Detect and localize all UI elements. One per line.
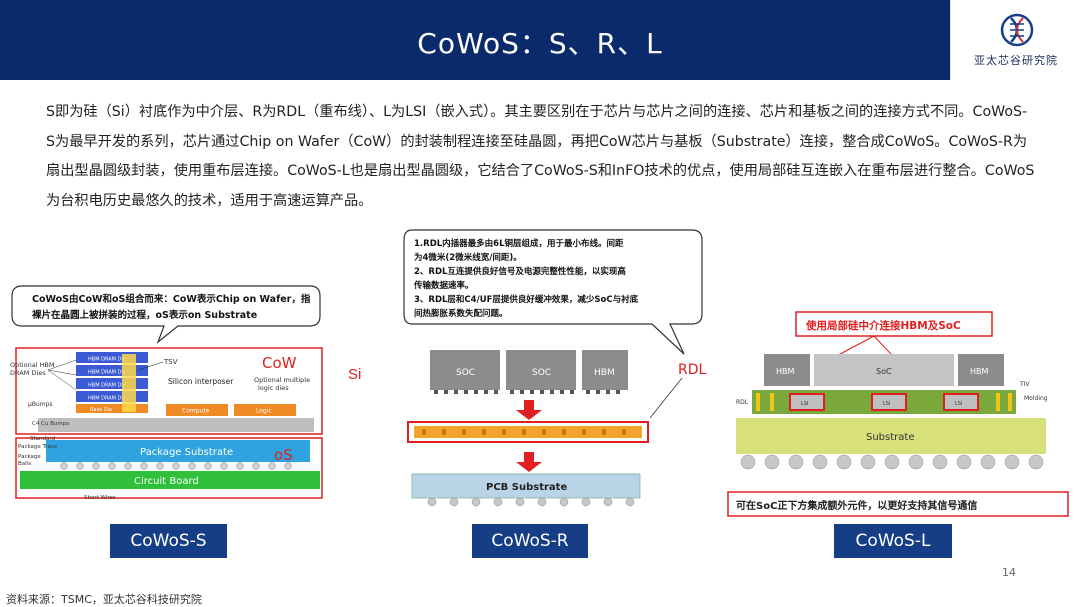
cowos-r-callout-line-6: 间热膨胀系数失配问题。 <box>414 308 508 319</box>
cowos-r-callout: 1.RDL内插器最多由6L铜层组成，用于最小布线。间距 为4微米(2微米线宽/间… <box>403 229 703 355</box>
logo-text: 亚太芯谷研究院 <box>974 54 1058 67</box>
l-molding-label: Molding <box>1024 395 1048 402</box>
l-hbm-right <box>958 354 1004 386</box>
l-top-note: 使用局部硅中介连接HBM及SoC <box>805 319 961 332</box>
hbm-stack: HBM DRAM Die HBM DRAM Die HBM DRAM Die H… <box>76 352 148 413</box>
dram-die-label-3: HBM DRAM Die <box>88 383 126 389</box>
dram-die-label-4: HBM DRAM Die <box>88 396 126 402</box>
r-chips: SOC SOC HBM <box>430 350 628 394</box>
logic-die <box>234 404 296 416</box>
compute-die <box>166 404 228 416</box>
os-frame <box>15 437 323 499</box>
optional-logic-label-2: logic dies <box>258 384 289 392</box>
cowos-s-diagram: CoWoS由CoW和oS组合而来：CoW表示Chip on Wafer，指 裸片… <box>10 285 323 501</box>
cow-label: CoW <box>262 354 297 372</box>
si-label: Si <box>348 366 362 383</box>
lsi-box-2 <box>871 393 907 411</box>
cowos-s-label: CoWoS-S <box>110 524 227 558</box>
l-bottom-note-box <box>727 491 1069 517</box>
page-title: CoWoS：S、R、L <box>417 27 663 60</box>
package-trace-label: Package Trace <box>18 444 58 450</box>
tsv-label: TSV <box>163 358 178 366</box>
l-top-note-box <box>795 311 993 337</box>
page-number: 14 <box>1002 566 1016 579</box>
package-balls-label-1: Package <box>18 454 41 460</box>
r-soc1-label: SOC <box>456 368 475 378</box>
cowos-r-callout-line-5: 3、RDL层和C4/UF层提供良好缓冲效果，减少SoC与衬底 <box>414 294 639 305</box>
c4-label: C4 Cu Bumps <box>32 421 69 427</box>
standard-label: Standard <box>30 436 55 442</box>
l-soc <box>814 354 954 386</box>
package-substrate-label: Package Substrate <box>140 447 233 458</box>
cowos-r-callout-line-2: 为4微米(2微米线宽/间距)。 <box>414 252 522 263</box>
lsi-label-2: LSI <box>883 401 890 407</box>
silicon-interposer <box>38 418 314 432</box>
ubumps-label: µBumps <box>28 401 53 408</box>
rdl-label: RDL <box>678 362 707 378</box>
l-substrate-label: Substrate <box>866 432 914 443</box>
logo: 亚太芯谷研究院 <box>950 0 1080 80</box>
cowos-r-callout-line-1: 1.RDL内插器最多由6L铜层组成，用于最小布线。间距 <box>414 238 624 249</box>
cowos-s-callout: CoWoS由CoW和oS组合而来：CoW表示Chip on Wafer，指 裸片… <box>11 285 321 344</box>
l-hbm-left <box>764 354 810 386</box>
logo-icon <box>1000 13 1034 47</box>
cowos-r-diagram: 1.RDL内插器最多由6L铜层组成，用于最小布线。间距 为4微米(2微米线宽/间… <box>403 229 707 507</box>
header-bar <box>0 0 950 80</box>
l-soc-label: SoC <box>876 367 892 376</box>
package-balls-label-2: Balls <box>18 461 31 467</box>
cowos-l-label: CoWoS-L <box>834 524 952 558</box>
l-hbm-right-label: HBM <box>970 367 989 376</box>
pcb-substrate <box>411 473 641 499</box>
l-hbm-left-label: HBM <box>776 367 795 376</box>
short-wires-label: Short Wires <box>84 495 116 501</box>
silicon-interposer-label: Silicon interposer <box>168 377 234 386</box>
l-bottom-note: 可在SoC正下方集成额外元件，以更好支持其信号通信 <box>736 499 977 512</box>
dram-die-label-1: HBM DRAM Die <box>88 357 126 363</box>
cow-frame <box>15 347 323 435</box>
cowos-l-diagram: 使用局部硅中介连接HBM及SoC HBM SoC HBM LSI LSI LSI… <box>727 311 1069 517</box>
logic-label: Logic <box>256 408 272 415</box>
rdl-highlight <box>407 421 649 443</box>
circuit-board <box>20 471 320 489</box>
os-label: oS <box>274 446 293 464</box>
package-substrate <box>46 440 310 462</box>
cowos-s-callout-line-2: 裸片在晶圆上被拼装的过程，oS表示on Substrate <box>32 309 257 321</box>
pcb-substrate-label: PCB Substrate <box>486 482 567 493</box>
intro-paragraph: S即为硅（Si）衬底作为中介层、R为RDL（重布线）、L为LSI（嵌入式）。其主… <box>46 104 1035 209</box>
r-hbm-label: HBM <box>594 368 615 378</box>
cowos-s-callout-line-1: CoWoS由CoW和oS组合而来：CoW表示Chip on Wafer，指 <box>32 293 311 305</box>
r-soc2-label: SOC <box>532 368 551 378</box>
footer-source: 资料来源：TSMC，亚太芯谷科技研究院 <box>6 593 202 606</box>
lsi-label-3: LSI <box>955 401 962 407</box>
l-rdl-label: RDL <box>736 399 749 406</box>
l-tiv-label: TIV <box>1019 381 1030 388</box>
lsi-label-1: LSI <box>801 401 808 407</box>
lsi-box-3 <box>943 393 979 411</box>
r-arrow-down-1 <box>516 400 542 420</box>
optional-hbm-label-2: DRAM Dies <box>10 369 46 377</box>
r-arrow-down-2 <box>516 452 542 472</box>
optional-logic-label-1: Optional multiple <box>254 376 310 384</box>
cowos-r-callout-line-4: 传输数据速率。 <box>413 280 474 291</box>
cowos-r-callout-line-3: 2、RDL互连提供良好信号及电源完整性性能，以实现高 <box>414 266 626 277</box>
dram-die-label-2: HBM DRAM Die <box>88 370 126 376</box>
compute-label: Compute <box>182 408 210 415</box>
rdl-layer <box>414 426 642 438</box>
circuit-board-label: Circuit Board <box>134 476 199 487</box>
base-die-label: Base Die <box>90 407 112 413</box>
lsi-box-1 <box>789 393 825 411</box>
package-balls <box>60 462 292 470</box>
optional-hbm-label-1: Optional HBM <box>10 361 55 369</box>
l-substrate <box>736 418 1046 454</box>
cowos-r-label: CoWoS-R <box>472 524 588 558</box>
